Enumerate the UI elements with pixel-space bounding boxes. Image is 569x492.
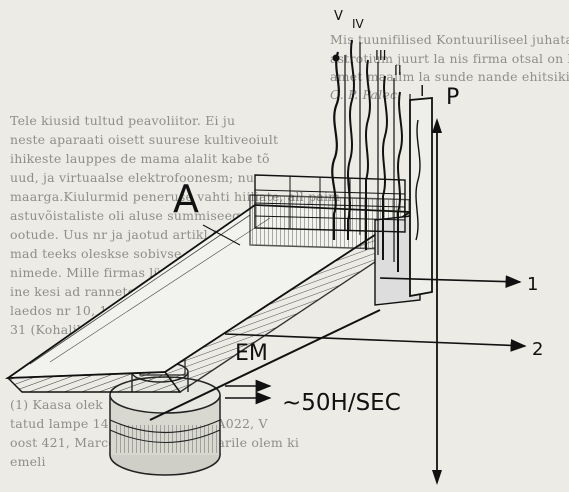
text-line: (1) Kaasa olek <box>10 397 104 412</box>
label-em: EM <box>235 341 268 366</box>
text-line: amet maailm la sunde nande ehitsikisjide <box>330 69 569 84</box>
reed-comb <box>254 174 406 233</box>
text-line: neste aparaati oisett suurese kultiveoiu… <box>10 132 279 147</box>
reed-iii <box>365 59 379 255</box>
frequency-arrows <box>225 379 272 405</box>
text-line: emeli <box>10 454 46 469</box>
text-line: ihikeste lauppes de mama alalit kabe tõ <box>10 151 270 166</box>
label-reed-iv: IV <box>352 17 365 31</box>
text-line: astuvõistaliste oli aluse summiseega tug… <box>10 208 293 223</box>
text-line: Tele kiusid tultud peavoliitor. Ei ju <box>10 113 236 128</box>
label-a-leader <box>202 224 241 246</box>
text-line: astrotium juurt la nis firma otsal on lõ… <box>330 51 569 66</box>
label-reed-i: I <box>420 82 424 100</box>
label-frequency: ~50H/SEC <box>282 390 401 416</box>
label-reed-iii: III <box>375 49 387 64</box>
arrow-2 <box>224 333 527 352</box>
label-a: A <box>173 177 199 221</box>
label-reed-v: V <box>334 9 343 24</box>
bar-a <box>4 204 421 393</box>
arrow-1 <box>379 275 522 288</box>
text-line: ootude. Uus nr ja jaotud artikl (M <box>10 227 231 242</box>
connecting-rod <box>149 309 381 421</box>
label-arrow-2: 2 <box>532 339 543 360</box>
text-line: Mis tuunifilised Kontuuriliseel juhatasl… <box>330 32 569 47</box>
plate-p <box>409 97 433 298</box>
text-line: uud, ja virtuaalse elektrofoonesm; nu <box>10 170 255 185</box>
text-line: O. P. Palec <box>330 87 398 102</box>
label-arrow-1: 1 <box>527 274 538 295</box>
label-reed-ii: II <box>394 64 402 79</box>
label-p: P <box>446 85 459 110</box>
vertical-arrow <box>432 118 442 485</box>
